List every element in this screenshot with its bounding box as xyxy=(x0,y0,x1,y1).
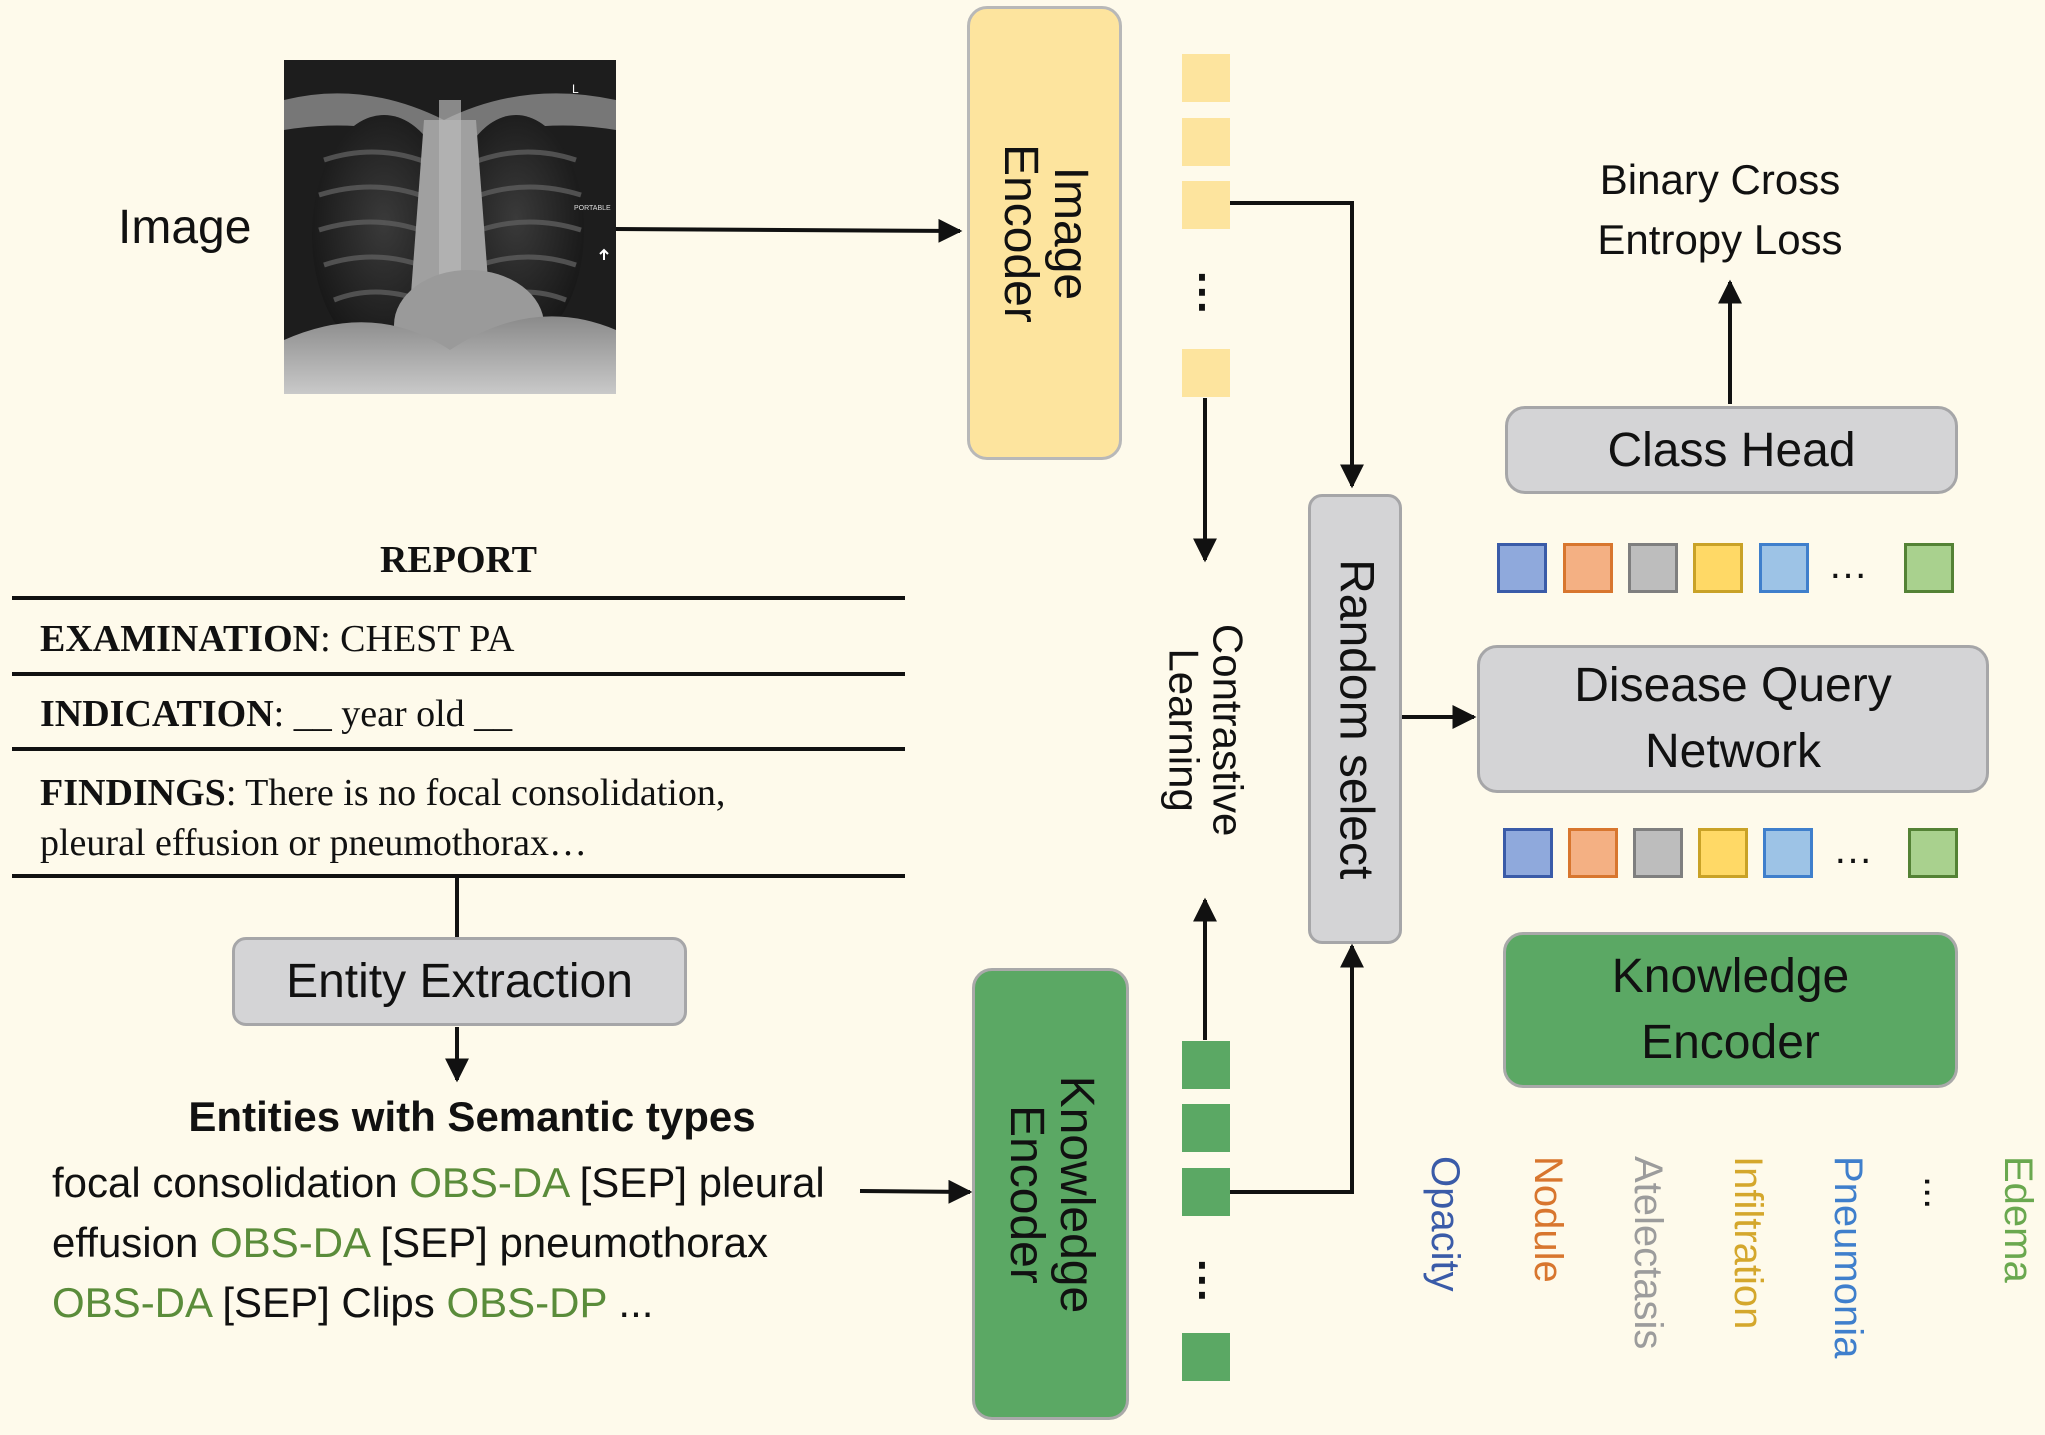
chest-xray-image: L PORTABLE xyxy=(284,60,616,394)
query-output-square xyxy=(1759,543,1809,593)
disease-query-network: Disease Query Network xyxy=(1477,645,1989,793)
disease-name: ... xyxy=(1916,1176,1960,1210)
report-indication-key: INDICATION xyxy=(40,693,274,735)
xray-marker-portable: PORTABLE xyxy=(574,205,611,212)
query-output-square xyxy=(1693,543,1743,593)
query-output-square xyxy=(1628,543,1678,593)
report-indication: INDICATION: __ year old __ xyxy=(40,692,512,736)
query-input-square xyxy=(1763,828,1813,878)
xray-marker-l: L xyxy=(572,82,579,96)
entity-extraction: Entity Extraction xyxy=(232,937,687,1026)
text-token xyxy=(1182,1333,1230,1381)
image-token xyxy=(1182,118,1230,166)
image-encoder: Image Encoder xyxy=(967,6,1122,460)
report-examination-value: : CHEST PA xyxy=(320,618,515,660)
query-input-square xyxy=(1908,828,1958,878)
contrastive-learning-label: Contrastive Learning xyxy=(1160,623,1252,837)
disease-name: Opacity xyxy=(1423,1156,1467,1292)
report-rule xyxy=(12,874,905,878)
image-token xyxy=(1182,349,1230,397)
image-token xyxy=(1182,181,1230,229)
class-head: Class Head xyxy=(1505,406,1958,494)
xray-arrow-marker xyxy=(599,248,609,260)
entity-extraction-label: Entity Extraction xyxy=(286,955,633,1008)
disease-name: Atelectasis xyxy=(1626,1156,1670,1350)
entities-list: focal consolidation OBS-DA [SEP] pleural… xyxy=(52,1153,825,1333)
report-title: REPORT xyxy=(379,539,537,581)
text-token xyxy=(1182,1168,1230,1216)
query-input-square xyxy=(1633,828,1683,878)
query-output-square xyxy=(1497,543,1547,593)
disease-name: Infiltration xyxy=(1726,1156,1770,1330)
query-output-square xyxy=(1904,543,1954,593)
knowledge-encoder-label: Knowledge Encoder xyxy=(1611,950,1850,1069)
contrastive-learning: Contrastive Learning xyxy=(1150,595,1260,865)
random-select: Random select xyxy=(1308,494,1402,944)
query-input-square xyxy=(1698,828,1748,878)
arrow-image-token-to-random-select xyxy=(1230,201,1364,489)
entity-text: effusion xyxy=(52,1219,211,1266)
text-token xyxy=(1182,1104,1230,1152)
disease-name: Pneumonia xyxy=(1826,1156,1870,1359)
report-rule xyxy=(12,747,905,751)
image-token-ellipsis: ⋮ xyxy=(1180,267,1224,316)
image-token xyxy=(1182,54,1230,102)
class-head-label: Class Head xyxy=(1607,423,1856,477)
entities-title: Entities with Semantic types xyxy=(188,1093,756,1140)
knowledge-encoder-vertical: Knowledge Encoder xyxy=(972,968,1129,1420)
knowledge-encoder-vertical-label: Knowledge Encoder xyxy=(999,1075,1103,1313)
report-examination: EXAMINATION: CHEST PA xyxy=(40,617,514,661)
arrow-entities-to-knowledge-encoder xyxy=(859,1179,973,1204)
entity-text: [SEP] Clips xyxy=(210,1279,447,1326)
semantic-type: OBS-DA xyxy=(210,1219,369,1266)
disease-query-network-label: Disease Query Network xyxy=(1574,659,1892,778)
semantic-type: OBS-DP xyxy=(446,1279,607,1326)
report-rule xyxy=(12,672,905,676)
knowledge-encoder: Knowledge Encoder xyxy=(1503,932,1958,1088)
text-token xyxy=(1182,1041,1230,1089)
query-input-ellipsis: … xyxy=(1833,828,1875,872)
image-encoder-label: Image Encoder xyxy=(993,143,1097,323)
query-input-square xyxy=(1503,828,1553,878)
semantic-type: OBS-DA xyxy=(52,1279,211,1326)
text-token-ellipsis: ⋮ xyxy=(1180,1255,1224,1304)
report-findings: FINDINGS: There is no focal consolidatio… xyxy=(40,768,725,868)
disease-name: Edema xyxy=(1996,1156,2040,1283)
report-rule xyxy=(12,596,905,600)
disease-name: Nodule xyxy=(1526,1156,1570,1283)
report-findings-key: FINDINGS xyxy=(40,772,226,814)
image-label: Image xyxy=(118,201,252,254)
arrow-text-token-to-random-select xyxy=(1230,943,1364,1194)
query-output-ellipsis: … xyxy=(1828,543,1870,587)
loss-label: Binary Cross Entropy Loss xyxy=(1597,156,1843,263)
random-select-label: Random select xyxy=(1329,558,1383,880)
report-findings-value-2: pleural effusion or pneumothorax… xyxy=(40,822,587,864)
report-examination-key: EXAMINATION xyxy=(40,618,321,660)
query-output-square xyxy=(1563,543,1613,593)
report-indication-value: : __ year old __ xyxy=(273,693,513,735)
semantic-type: OBS-DA xyxy=(409,1159,568,1206)
entity-text: ... xyxy=(606,1279,654,1326)
query-input-square xyxy=(1568,828,1618,878)
entity-text: [SEP] pleural xyxy=(567,1159,825,1206)
arrow-image-to-encoder xyxy=(614,218,963,243)
report-findings-value-1: : There is no focal consolidation, xyxy=(225,772,726,814)
entity-text: [SEP] pneumothorax xyxy=(368,1219,768,1266)
entity-text: focal consolidation xyxy=(52,1159,410,1206)
